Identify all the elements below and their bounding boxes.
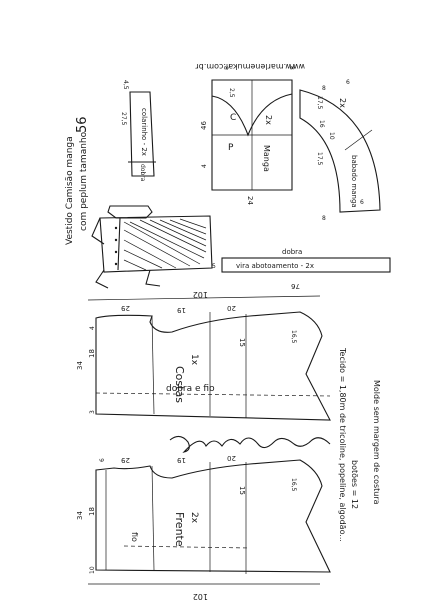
- back-count: 1x: [189, 354, 199, 366]
- ruffle-dim-8a: 8: [322, 85, 326, 92]
- ruffle-dim-6b: 6: [360, 199, 364, 206]
- back-dim-29: 29: [121, 304, 130, 312]
- front-label: Frente: [173, 512, 186, 547]
- notes-block: Tecido = 1,80m de tricoline, popeline, a…: [338, 347, 381, 542]
- title-block: Vestido Camisão manga com peplum tamanho…: [65, 116, 90, 245]
- facing-piece: vira abotoamento - 2x dobra 76 5: [212, 248, 391, 290]
- sleeve-piece: P C Manga 2x 46 24 8 8 2,5 4: [200, 66, 295, 205]
- sleeve-dim-25: 2,5: [228, 88, 235, 98]
- ruffle-dim-16: 16: [318, 120, 325, 128]
- front-dim-15: 15: [238, 486, 246, 495]
- facing-dim-length: 76: [291, 282, 300, 290]
- collar-fold: dobra: [139, 164, 146, 182]
- front-dim-102: 102: [193, 592, 208, 600]
- front-grain: fio: [130, 532, 139, 542]
- sleeve-p: P: [228, 143, 234, 153]
- title-size: 56: [75, 116, 90, 133]
- back-piece: Costas 1x dobra e fio 102 29 19 20 15 34…: [76, 290, 331, 421]
- seam-note: Molde sem margem de costura: [372, 380, 381, 505]
- sleeve-dim-width: 24: [246, 196, 254, 205]
- website-url: www.marlenemukai.com.br: [195, 62, 305, 71]
- front-dim-20: 20: [227, 454, 236, 462]
- front-dim-10: 10: [89, 566, 96, 574]
- buttons-note: botões = 12: [350, 460, 359, 509]
- title-line-2: com peplum tamanho: [79, 131, 89, 231]
- front-dim-34: 34: [76, 511, 84, 520]
- back-dim-20: 20: [227, 304, 236, 312]
- collar-dim-b: 27,5: [120, 112, 127, 126]
- ruffle-dim-10: 10: [328, 132, 335, 140]
- back-dim-34: 34: [76, 361, 84, 370]
- sleeve-count: 2x: [264, 115, 273, 125]
- fabric-note: Tecido = 1,80m de tricoline, popeline, a…: [338, 347, 347, 542]
- ruffle-count: 2x: [338, 98, 347, 108]
- sleeve-dim-8b: 8: [222, 66, 229, 70]
- ruffle-dim-6a: 6: [346, 79, 350, 86]
- back-dim-18: 18: [88, 349, 96, 358]
- back-dim-3: 3: [89, 410, 96, 414]
- front-dim-18: 18: [88, 507, 96, 516]
- ruffle-dim-a: 17,5: [316, 96, 323, 110]
- sleeve-dim-8a: 8: [288, 66, 295, 70]
- sleeve-dim-4: 4: [201, 164, 208, 168]
- signature: Marlene Mukai: [169, 435, 331, 453]
- back-dim-4: 4: [89, 326, 96, 330]
- front-count: 2x: [189, 512, 199, 524]
- ruffle-dim-b: 17,5: [316, 152, 323, 166]
- facing-label: vira abotoamento - 2x: [236, 262, 314, 270]
- facing-dim-width: 5: [212, 263, 216, 270]
- ruffle-dim-8b: 8: [322, 215, 326, 222]
- collar-label: colarinho - 2x: [140, 108, 148, 156]
- back-dim-15: 15: [238, 338, 246, 347]
- back-dim-165: 16,5: [290, 330, 297, 344]
- front-piece: Frente 2x fio 102 29 19 20 15 34 18 10 1…: [76, 454, 331, 600]
- dress-illustration: [91, 205, 213, 289]
- collar-dim-a: 4,5: [122, 80, 129, 90]
- front-dim-165: 16,5: [290, 478, 297, 492]
- back-dim-19: 19: [177, 306, 186, 314]
- sleeve-dim-length: 46: [200, 121, 208, 130]
- front-dim-6: 6: [99, 458, 106, 462]
- ruffle-label: babado manga: [350, 155, 358, 208]
- back-fold: dobra e fio: [166, 384, 215, 394]
- back-label: Costas: [173, 366, 186, 403]
- collar-piece: colarinho - 2x dobra 4,5 27,5: [120, 80, 156, 182]
- ruffle-piece: 2x babado manga 17,5 17,5 8 8 6 6 16 10: [299, 79, 381, 222]
- back-dim-102: 102: [193, 290, 208, 299]
- title-line-1: Vestido Camisão manga: [65, 136, 75, 245]
- front-dim-29: 29: [121, 456, 130, 464]
- facing-fold: dobra: [282, 248, 302, 256]
- sleeve-label: Manga: [262, 145, 271, 172]
- front-dim-19: 19: [177, 456, 186, 464]
- sleeve-c: C: [230, 113, 236, 123]
